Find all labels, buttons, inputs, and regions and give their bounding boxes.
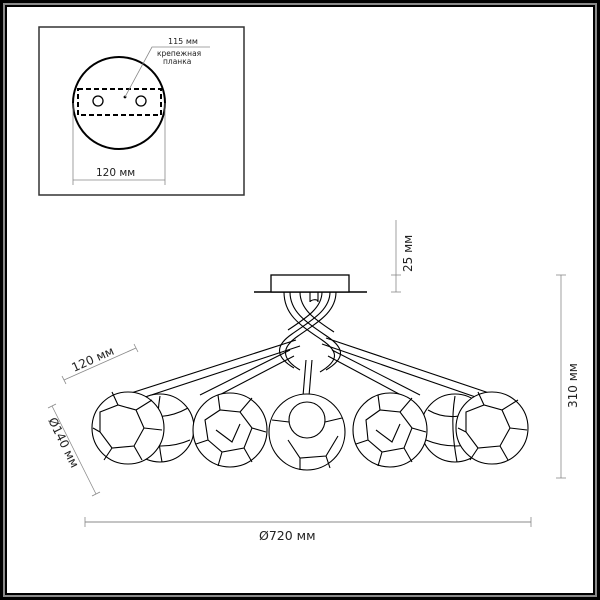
screw-hole-right <box>135 95 147 107</box>
canopy <box>270 274 350 293</box>
canopy-diameter-label: 120 мм <box>96 167 135 179</box>
frame-gap <box>3 3 597 597</box>
total-height-label: 310 мм <box>566 363 580 408</box>
total-diameter-label: Ø720 мм <box>259 528 316 543</box>
mounting-bracket-dashed <box>77 88 162 116</box>
shade-3 <box>268 393 346 471</box>
glass-shades <box>91 391 529 471</box>
bracket-length-label: 115 мм <box>168 37 198 46</box>
shade-diameter-dimension: Ø140 мм <box>45 403 101 497</box>
chandelier-side-view: 25 мм 310 мм 120 мм Ø140 мм <box>45 220 580 543</box>
arm-length-dimension: 120 мм <box>61 344 139 385</box>
inset-frame <box>38 26 245 196</box>
twisted-stems <box>124 291 496 409</box>
bracket-label-line2: планка <box>163 57 191 66</box>
shade-diameter-label: Ø140 мм <box>45 415 81 470</box>
total-height-dimension: 310 мм <box>556 274 580 479</box>
canopy-height-label: 25 мм <box>401 235 415 272</box>
canopy-height-dimension: 25 мм <box>391 220 415 293</box>
inner-frame <box>5 5 595 595</box>
bracket-leader-line <box>124 46 210 98</box>
screw-hole-left <box>92 95 104 107</box>
shade-4 <box>352 392 428 468</box>
bracket-label-line1: крепежная <box>157 49 201 58</box>
inset-mounting-view: 115 мм крепежная планка 120 мм <box>38 26 245 196</box>
total-diameter-dimension: Ø720 мм <box>84 517 532 543</box>
shade-5 <box>455 391 529 465</box>
shade-1 <box>91 391 165 465</box>
arm-length-label: 120 мм <box>70 344 117 375</box>
shade-2 <box>192 392 268 468</box>
